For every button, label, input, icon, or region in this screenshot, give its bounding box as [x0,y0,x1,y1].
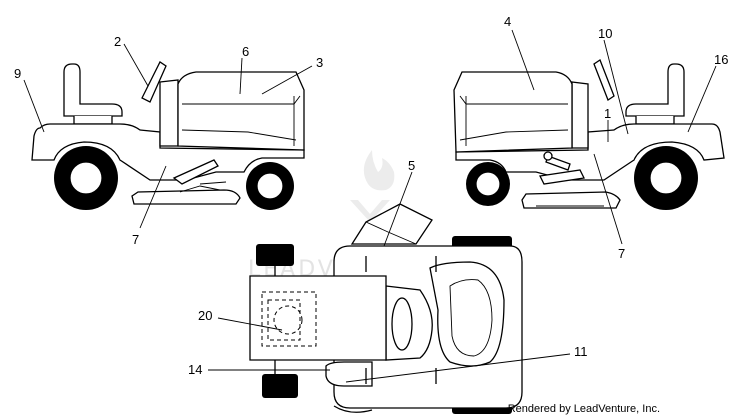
seat [625,63,685,117]
leader-6 [239,57,243,95]
mower-top-view [249,203,523,414]
hood-lower-line [459,129,569,141]
leader-10 [603,39,629,135]
leader-16 [687,65,717,133]
mower-right-side-view [453,59,725,210]
callout-20: 20 [198,308,212,323]
chassis [119,129,305,181]
callout-16: 16 [714,52,728,67]
flame-logo-icon [363,150,395,191]
label-area-outer [261,291,317,347]
deck-link [199,181,227,185]
leader-2 [123,43,149,87]
leader-7a [139,165,167,229]
callout-7-left: 7 [132,232,139,247]
steering-wheel [593,59,615,101]
rear-fender [613,123,725,169]
steering-wheel [141,61,167,103]
callout-9: 9 [14,66,21,81]
rear-tire-bottom [262,374,298,398]
dash-column [571,81,589,149]
rear-fender [31,123,141,169]
foot-pedal [539,169,585,185]
engine-cover-inner [449,279,493,357]
fuel-cap-outline [273,305,303,335]
rear-tire-top [256,244,294,266]
leader-20 [217,317,283,331]
seat-base [635,116,675,125]
callout-10: 10 [598,26,612,41]
callout-11: 11 [574,344,588,359]
leader-7b [593,153,623,245]
hood [453,71,573,153]
callout-14: 14 [188,362,202,377]
hood-lower-line [181,129,297,141]
deck-edge [333,405,373,413]
front-wheel-left [246,162,294,210]
seat-back-crease [365,221,417,245]
side-panel [325,361,373,387]
callout-3: 3 [316,55,323,70]
leader-11 [345,353,571,383]
rear-deck-top [249,275,387,361]
chevron-logo-icon [350,200,390,222]
mower-deck [131,189,241,205]
callout-4: 4 [504,14,511,29]
callout-6: 6 [242,44,249,59]
leader-3 [261,65,313,95]
mower-left-side-view [31,61,305,210]
rear-wheel-left [54,146,118,210]
leader-lines [23,29,717,383]
dash-column [159,79,179,147]
render-credit: Rendered by LeadVenture, Inc. [507,403,660,415]
foot-pedal [172,159,219,185]
rear-wheel-right [634,146,698,210]
callout-7-right: 7 [618,246,625,261]
leader-9 [23,79,45,133]
seat [63,63,123,117]
front-wheel-right [466,162,510,206]
lever-knob [543,151,553,161]
label-area-inner [267,299,301,341]
callout-1: 1 [604,106,611,121]
callout-2: 2 [114,34,121,49]
leader-4 [511,29,535,91]
leader-5 [383,171,413,247]
callout-labels: 2 6 3 9 7 4 10 1 16 7 5 20 14 11 [14,14,728,377]
seat-base [73,116,113,125]
callout-5: 5 [408,158,415,173]
deck-bracket [179,185,221,193]
steering-hub [391,297,413,351]
